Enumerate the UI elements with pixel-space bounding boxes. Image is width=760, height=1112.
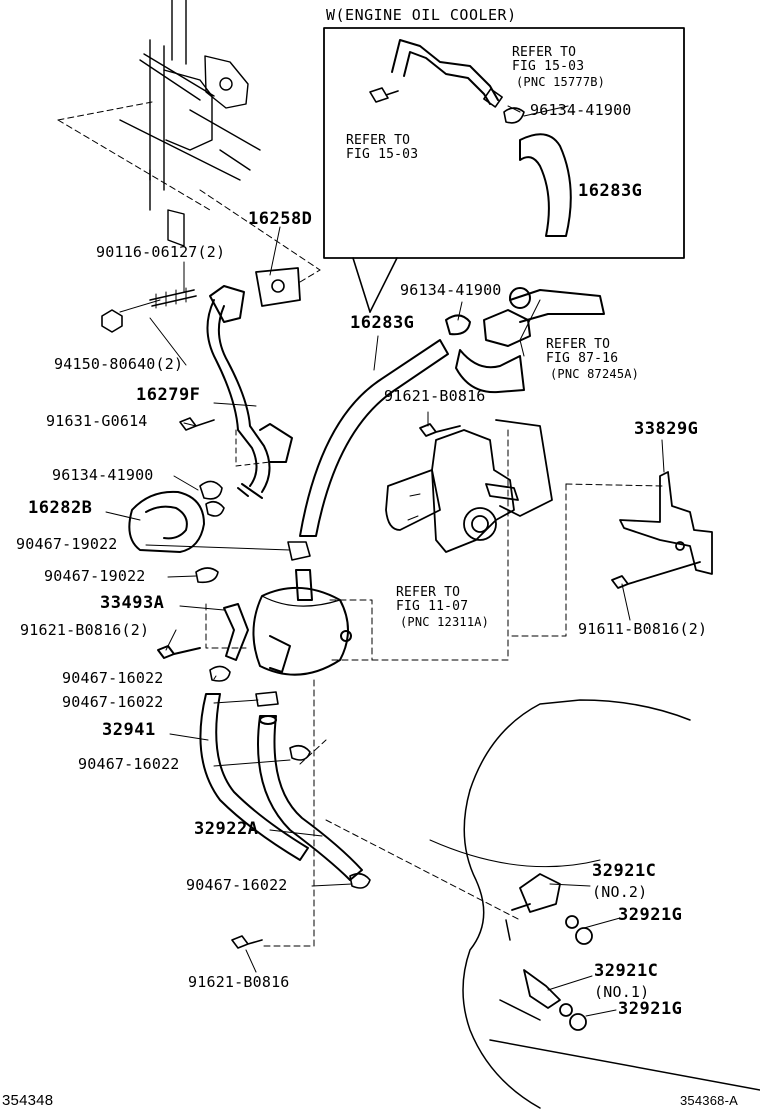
inset-refer-a-line2: FIG 15-03 bbox=[512, 59, 585, 74]
engine-outline bbox=[429, 699, 760, 1109]
refer-11-line2: FIG 11-07 bbox=[396, 599, 469, 614]
label-90116: 90116-06127(2) bbox=[96, 243, 226, 261]
clamps-90467-19022 bbox=[195, 541, 311, 584]
inset-title: W(ENGINE OIL COOLER) bbox=[326, 6, 517, 24]
label-33829G: 33829G bbox=[634, 419, 699, 439]
clamps-90467-16022 bbox=[209, 665, 371, 889]
refer-87-line3: (PNC 87245A) bbox=[550, 367, 640, 381]
label-90467-16022-c: 90467-16022 bbox=[78, 755, 180, 773]
label-32921C-no2: 32921C bbox=[592, 861, 657, 881]
footer-right-code: 354368-A bbox=[680, 1093, 738, 1108]
hoses-32941-32922A bbox=[199, 693, 363, 881]
footer-left-code: 354348 bbox=[2, 1092, 54, 1109]
label-90467-19022-a: 90467-19022 bbox=[16, 535, 118, 553]
pipe-16279F bbox=[206, 285, 293, 499]
hose-16283G bbox=[299, 339, 449, 537]
label-inset-hose: 16283G bbox=[578, 181, 643, 201]
label-32922A: 32922A bbox=[194, 819, 259, 839]
label-32921G-a: 32921G bbox=[618, 905, 683, 925]
leader-lines bbox=[105, 226, 665, 1017]
label-90467-19022-b: 90467-19022 bbox=[44, 567, 146, 585]
label-91611: 91611-B0816(2) bbox=[578, 620, 708, 638]
label-32941: 32941 bbox=[102, 720, 156, 740]
label-96134: 96134-41900 bbox=[52, 466, 154, 484]
inset-refer-a-line1: REFER TO bbox=[512, 45, 577, 60]
clamp-96134 bbox=[199, 480, 225, 517]
label-16279F: 16279F bbox=[136, 385, 201, 405]
bolt-91621-bottom bbox=[231, 935, 263, 949]
hose-16282B bbox=[128, 490, 205, 553]
label-32921C-no1: 32921C bbox=[594, 961, 659, 981]
gasket-and-stud bbox=[101, 267, 301, 333]
label-inset-clamp: 96134-41900 bbox=[530, 101, 632, 119]
label-91621-b0816-2: 91621-B0816(2) bbox=[20, 621, 150, 639]
label-16258D: 16258D bbox=[248, 209, 313, 229]
label-96134-mid: 96134-41900 bbox=[400, 281, 502, 299]
bracket-assembly bbox=[385, 419, 553, 553]
label-32921G-b: 32921G bbox=[618, 999, 683, 1019]
label-91621-b0816-bottom: 91621-B0816 bbox=[188, 973, 290, 991]
vsv-fittings bbox=[511, 873, 593, 1031]
engine-block-fragment bbox=[57, 0, 321, 283]
refer-87-line2: FIG 87-16 bbox=[546, 351, 619, 366]
label-94150: 94150-80640(2) bbox=[54, 355, 184, 373]
vacuum-tank-33493A bbox=[157, 569, 352, 676]
label-90467-16022-d: 90467-16022 bbox=[186, 876, 288, 894]
label-33493A: 33493A bbox=[100, 593, 165, 613]
bracket-33829G bbox=[509, 471, 713, 637]
bolt-91631 bbox=[179, 417, 215, 431]
refer-11-line3: (PNC 12311A) bbox=[400, 615, 490, 629]
refer-11-line1: REFER TO bbox=[396, 585, 461, 600]
label-90467-16022-b: 90467-16022 bbox=[62, 693, 164, 711]
label-32921C-no1-note: (NO.1) bbox=[594, 983, 650, 1001]
refer-87-line1: REFER TO bbox=[546, 337, 611, 352]
inset-box bbox=[323, 27, 685, 313]
upper-right-fittings bbox=[445, 287, 605, 394]
label-91621-b0816-mid: 91621-B0816 bbox=[384, 387, 486, 405]
label-16282B: 16282B bbox=[28, 498, 93, 518]
label-32921C-no2-note: (NO.2) bbox=[592, 883, 648, 901]
label-16283G: 16283G bbox=[350, 313, 415, 333]
label-91631: 91631-G0614 bbox=[46, 412, 148, 430]
inset-refer-b-line2: FIG 15-03 bbox=[346, 147, 419, 162]
inset-refer-a-line3: (PNC 15777B) bbox=[516, 75, 606, 89]
inset-refer-b-line1: REFER TO bbox=[346, 133, 411, 148]
dashed-guides bbox=[205, 429, 521, 947]
label-90467-16022-a: 90467-16022 bbox=[62, 669, 164, 687]
